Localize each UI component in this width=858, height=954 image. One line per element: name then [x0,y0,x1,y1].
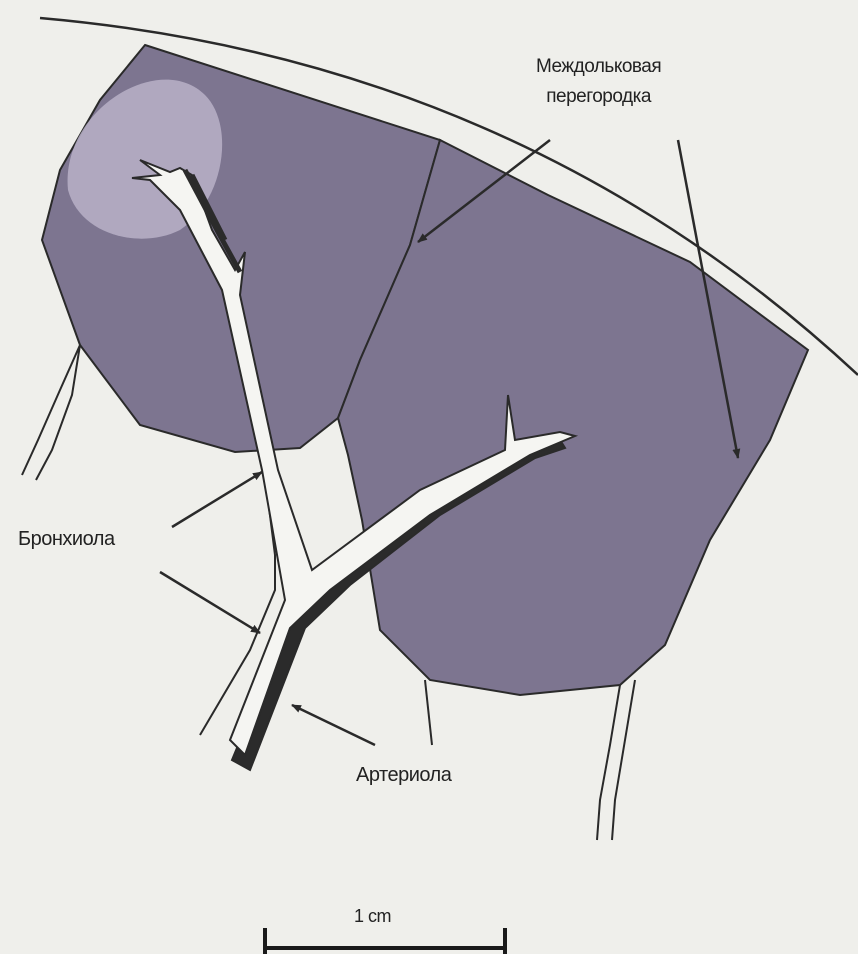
bronchiole-label: Бронхиола [18,528,115,551]
septum-label-line2: перегородка [536,82,661,112]
septum-label: Междольковая перегородка [536,52,661,112]
bronchiole-arrow-1 [172,472,262,527]
scale-bar [265,928,505,954]
arteriole-arrow [292,705,375,745]
bronchiole-arrow-2 [160,572,260,633]
septum-stalk-left [22,345,80,480]
septum-stalk-bottom-right [597,680,635,840]
septum-label-line1: Междольковая [536,52,661,82]
arteriole-label: Артериола [356,764,451,787]
scale-label: 1 cm [354,906,391,927]
septum-stalk-bottom [425,680,432,745]
